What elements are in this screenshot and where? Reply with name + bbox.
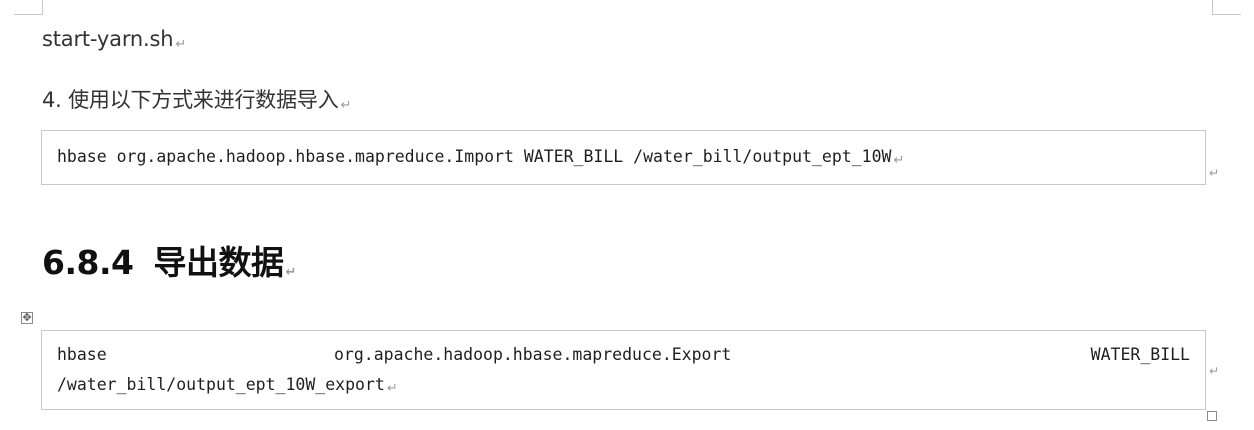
- import-code-cell[interactable]: hbase org.apache.hadoop.hbase.mapreduce.…: [41, 130, 1206, 185]
- paragraph-mark-icon: ↵: [386, 381, 398, 396]
- page-corner-mark-top-right: [1212, 0, 1241, 15]
- step-text: 4. 使用以下方式来进行数据导入: [42, 88, 339, 112]
- export-path: /water_bill/output_ept_10W_export: [57, 375, 385, 394]
- section-heading[interactable]: 6.8.4 导出数据↵: [42, 236, 296, 284]
- end-of-row-mark-icon: ↵: [1209, 166, 1220, 180]
- export-word-hbase: hbase: [57, 345, 107, 364]
- step-paragraph[interactable]: 4. 使用以下方式来进行数据导入↵: [42, 84, 351, 114]
- export-code-line-1: hbase org.apache.hadoop.hbase.mapreduce.…: [57, 345, 1190, 367]
- command-text: start-yarn.sh: [42, 27, 174, 51]
- export-code-cell[interactable]: hbase org.apache.hadoop.hbase.mapreduce.…: [41, 330, 1206, 410]
- export-code-line-2: /water_bill/output_ept_10W_export↵: [57, 375, 398, 396]
- section-title: 导出数据: [153, 243, 284, 282]
- section-number: 6.8.4: [42, 243, 134, 282]
- table-move-handle-icon[interactable]: ✥: [21, 311, 33, 324]
- paragraph-mark-icon: ↵: [893, 153, 905, 168]
- paragraph-mark-icon: ↵: [285, 265, 296, 280]
- import-command: hbase org.apache.hadoop.hbase.mapreduce.…: [57, 147, 892, 166]
- paragraph-mark-icon: ↵: [340, 98, 352, 113]
- page-corner-mark-top-left: [14, 0, 43, 15]
- table-resize-handle-icon[interactable]: [1207, 411, 1217, 421]
- command-paragraph[interactable]: start-yarn.sh↵: [42, 27, 186, 52]
- paragraph-mark-icon: ↵: [175, 37, 187, 52]
- export-word-table: WATER_BILL: [1090, 345, 1190, 364]
- export-word-class: org.apache.hadoop.hbase.mapreduce.Export: [334, 345, 732, 364]
- import-code-line: hbase org.apache.hadoop.hbase.mapreduce.…: [57, 147, 904, 168]
- end-of-row-mark-icon: ↵: [1209, 364, 1220, 378]
